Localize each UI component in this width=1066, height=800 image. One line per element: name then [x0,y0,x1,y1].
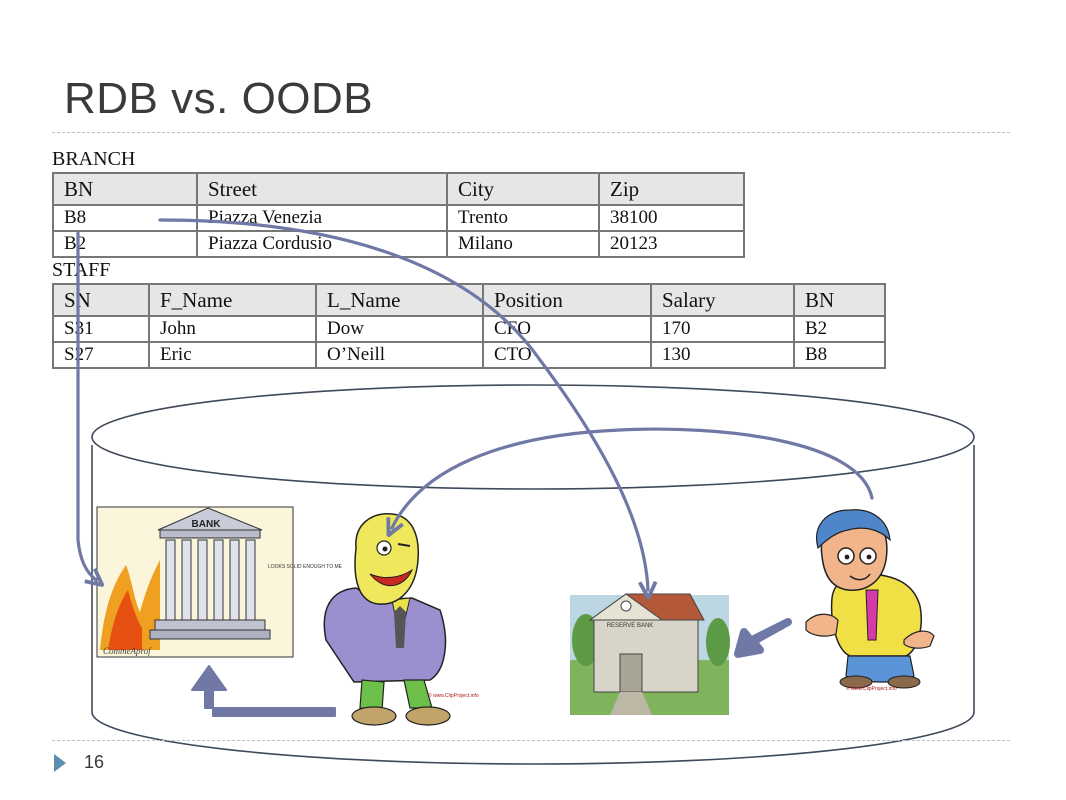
column-header: BN [793,283,886,317]
b8-to-reserve-bank-arrow [158,218,648,590]
b2-to-bank-arrow [76,231,96,580]
table-row: B2 Piazza Cordusio Milano 20123 [52,230,745,258]
table-row: S31 John Dow CFO 170 B2 [52,315,886,343]
column-header: SN [52,283,150,317]
table-cell: Trento [446,204,600,232]
reserve-bank-image: RESERVE BANK [570,593,730,715]
table-cell: Dow [315,315,484,343]
column-header: L_Name [315,283,484,317]
glasses-character-image: © www.ClipProject.info [805,509,935,692]
table-header-row: SN F_Name L_Name Position Salary BN [52,283,886,317]
triangle-bullet-icon [54,754,66,772]
table-cell: CFO [482,315,652,343]
table-cell: CTO [482,341,652,369]
table-cell: Eric [148,341,317,369]
bank-sign-text: BANK [192,519,222,530]
table-header-row: BN Street City Zip [52,172,745,206]
table-cell: John [148,315,317,343]
table-cell: Piazza Venezia [196,204,448,232]
branch-caption: BRANCH [52,148,136,170]
clipart-credit: © www.ClipProject.info [846,685,897,692]
table-cell: 170 [650,315,795,343]
table-cell: S27 [52,341,150,369]
staff-caption: STAFF [52,259,111,281]
column-header: Street [196,172,448,206]
table-cell: B8 [793,341,886,369]
title-divider [52,132,1010,133]
bank-cartoon-image: BANK LOOKS SOLID ENOUGH TO ME CommeAprof [96,506,343,658]
column-header: Zip [598,172,745,206]
column-header: City [446,172,600,206]
table-cell: 130 [650,341,795,369]
cartoon-signature: CommeAprof [103,646,152,656]
footer-divider [52,740,1010,741]
table-cell: Piazza Cordusio [196,230,448,258]
table-cell: 20123 [598,230,745,258]
column-header: F_Name [148,283,317,317]
bank-note-text: LOOKS SOLID ENOUGH TO ME [268,564,343,570]
table-row: B8 Piazza Venezia Trento 38100 [52,204,745,232]
table-cell: B2 [793,315,886,343]
page-number: 16 [84,752,105,772]
john-works-at-arrow [191,665,336,717]
table-cell: 38100 [598,204,745,232]
column-header: Salary [650,283,795,317]
table-cell: S31 [52,315,150,343]
column-header: BN [52,172,198,206]
table-cell: O’Neill [315,341,484,369]
table-row: S27 Eric O’Neill CTO 130 B8 [52,341,886,369]
staff-table: SN F_Name L_Name Position Salary BN S31 … [52,283,886,369]
database-cylinder [91,384,975,765]
clipart-credit: © www.ClipProject.info [428,692,479,699]
column-header: Position [482,283,652,317]
table-cell: Milano [446,230,600,258]
staff-relationship-arrow [392,427,874,528]
slide-title: RDB vs. OODB [64,74,374,123]
reserve-bank-sign: RESERVE BANK [607,623,654,629]
branch-table: BN Street City Zip B8 Piazza Venezia Tre… [52,172,745,258]
table-cell: B8 [52,204,198,232]
eric-works-at-arrow [734,618,792,658]
table-cell: B2 [52,230,198,258]
